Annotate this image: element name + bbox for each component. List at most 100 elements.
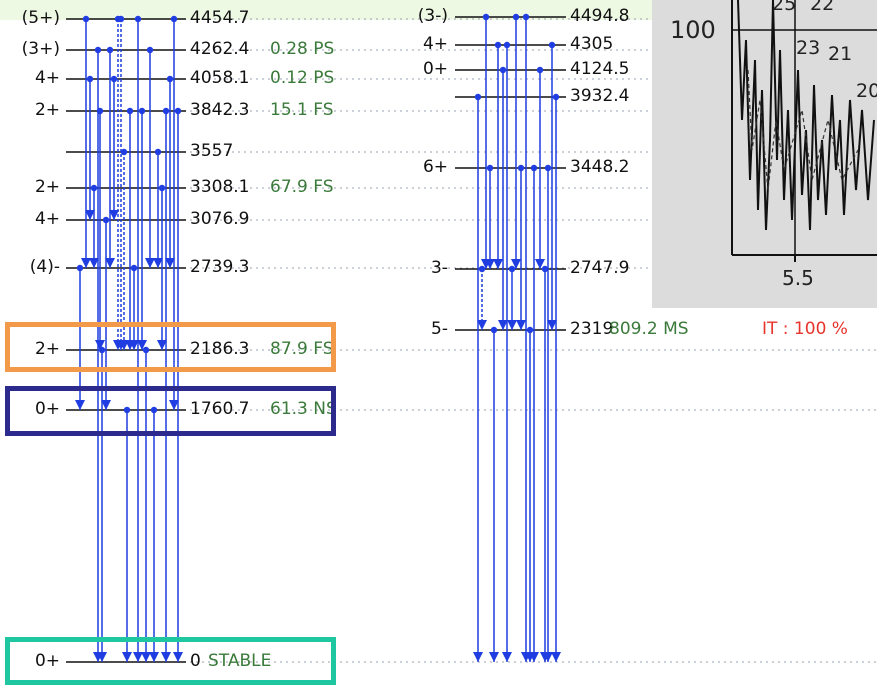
transition-arrowhead xyxy=(477,320,487,330)
transition-origin-dot xyxy=(126,107,134,115)
transition-origin-dot xyxy=(536,66,544,74)
level-spin-label: (5+) xyxy=(21,8,60,28)
level-spin-label: (3-) xyxy=(417,6,448,26)
inset-peak-label: 25 xyxy=(772,0,797,15)
level-energy-label: 3557 xyxy=(190,141,234,161)
transition-origin-dot xyxy=(166,75,174,83)
transition-arrowhead xyxy=(97,652,107,662)
transition-origin-dot xyxy=(174,107,182,115)
level-lifetime-label: 67.9 FS xyxy=(270,177,334,197)
transition-origin-dot xyxy=(503,41,511,49)
level-energy-label: 4454.7 xyxy=(190,8,250,28)
transition-arrowhead xyxy=(109,210,119,220)
transition-origin-dot xyxy=(142,346,150,354)
level-spin-label: (3+) xyxy=(21,39,60,59)
transition-arrowhead xyxy=(529,652,539,662)
inset-peak-label: 21 xyxy=(828,43,853,65)
level-lifetime-label: 0.28 PS xyxy=(270,39,335,59)
level-lifetime-label: 15.1 FS xyxy=(270,100,334,120)
transition-origin-dot xyxy=(530,164,538,172)
transition-arrowhead xyxy=(85,210,95,220)
level-spin-label: 0+ xyxy=(34,399,60,419)
transition-arrowhead xyxy=(89,258,99,268)
transition-arrowhead xyxy=(551,652,561,662)
transition-arrowhead xyxy=(75,400,85,410)
transition-arrowhead xyxy=(485,259,495,269)
transition-origin-dot xyxy=(158,184,166,192)
transition-origin-dot xyxy=(76,264,84,272)
inset-axis-value: 100 xyxy=(670,16,716,44)
level-energy-label: 2186.3 xyxy=(190,339,250,359)
transition-arrowhead xyxy=(173,652,183,662)
transition-origin-dot xyxy=(482,13,490,21)
transition-origin-dot xyxy=(170,15,178,23)
transition-arrowhead xyxy=(81,258,91,268)
level-energy-label: 3076.9 xyxy=(190,209,250,229)
transition-arrowhead xyxy=(165,258,175,268)
transition-arrowhead xyxy=(502,652,512,662)
inset-peak-label: 22 xyxy=(810,0,835,15)
transition-origin-dot xyxy=(490,326,498,334)
level-lifetime-label: 809.2 MS xyxy=(609,319,689,339)
transition-arrowhead xyxy=(133,652,143,662)
level-energy-label: 4262.4 xyxy=(190,39,250,59)
level-spin-label: 6+ xyxy=(422,157,448,177)
transition-origin-dot xyxy=(162,107,170,115)
transition-origin-dot xyxy=(486,164,494,172)
level-energy-label: 1760.7 xyxy=(190,399,250,419)
level-spin-label: 3- xyxy=(431,258,448,278)
transition-arrowhead xyxy=(153,258,163,268)
transition-origin-dot xyxy=(526,326,534,334)
transition-arrowhead xyxy=(547,320,557,330)
transition-arrowhead xyxy=(498,320,508,330)
transition-arrowhead xyxy=(141,652,151,662)
level-lifetime-label: 87.9 FS xyxy=(270,339,334,359)
transition-arrowhead xyxy=(169,400,179,410)
transition-origin-dot xyxy=(474,93,482,101)
level-energy-label: 2747.9 xyxy=(570,258,630,278)
transition-arrowhead xyxy=(511,259,521,269)
inset-peak-label: 20 xyxy=(856,80,877,102)
level-lifetime-label: 0.12 PS xyxy=(270,68,335,88)
transition-origin-dot xyxy=(548,41,556,49)
transition-arrowhead xyxy=(161,652,171,662)
transition-origin-dot xyxy=(134,15,142,23)
transition-arrowhead xyxy=(105,258,115,268)
level-energy-label: 3308.1 xyxy=(190,177,250,197)
transition-arrowhead xyxy=(101,400,111,410)
level-energy-label: 2319 xyxy=(570,319,614,339)
transition-origin-dot xyxy=(123,406,131,414)
transition-arrowhead xyxy=(129,340,139,350)
transition-origin-dot xyxy=(508,265,516,273)
transition-origin-dot xyxy=(106,46,114,54)
transition-origin-dot xyxy=(86,75,94,83)
level-energy-label: 4058.1 xyxy=(190,68,250,88)
transition-arrowhead xyxy=(543,652,553,662)
level-spin-label: 2+ xyxy=(34,100,60,120)
transition-arrowhead xyxy=(149,652,159,662)
transition-origin-dot xyxy=(494,41,502,49)
level-energy-label: 3448.2 xyxy=(570,157,630,177)
transition-arrowhead xyxy=(489,652,499,662)
transition-origin-dot xyxy=(512,13,520,21)
transition-origin-dot xyxy=(90,184,98,192)
transition-origin-dot xyxy=(478,265,486,273)
transition-arrowhead xyxy=(122,652,132,662)
transition-origin-dot xyxy=(130,264,138,272)
transition-arrowhead xyxy=(507,320,517,330)
level-decay-mode-label: IT : 100 % xyxy=(762,319,848,339)
transition-origin-dot xyxy=(522,13,530,21)
transition-origin-dot xyxy=(102,216,110,224)
level-energy-label: 4494.8 xyxy=(570,6,630,26)
transition-origin-dot xyxy=(499,66,507,74)
transition-arrowhead xyxy=(137,340,147,350)
highlight-box-ground xyxy=(5,637,336,685)
transition-arrowhead xyxy=(473,652,483,662)
transition-origin-dot xyxy=(154,148,162,156)
level-spin-label: 2+ xyxy=(34,177,60,197)
transition-origin-dot xyxy=(98,346,106,354)
level-energy-label: 0 xyxy=(190,651,201,671)
transition-arrowhead xyxy=(157,340,167,350)
level-spin-label: 4+ xyxy=(34,68,60,88)
